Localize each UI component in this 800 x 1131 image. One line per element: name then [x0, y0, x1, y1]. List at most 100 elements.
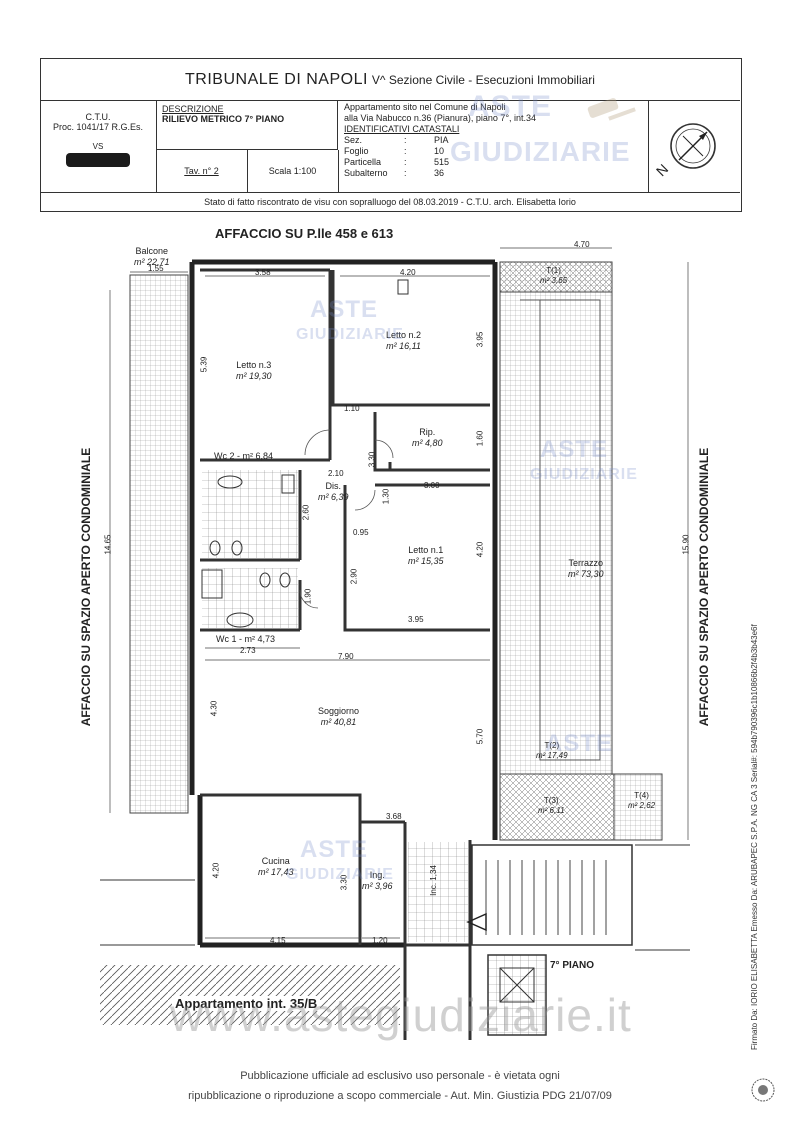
- t1-area: [499, 261, 613, 293]
- watermark-aste-2: ASTE: [540, 436, 609, 463]
- affaccio-right-label: AFFACCIO SU SPAZIO APERTO CONDOMINIALE: [697, 447, 711, 727]
- dim-label: 4.30: [209, 700, 219, 717]
- room-area: m² 40,81: [320, 717, 357, 727]
- room-name: Letto n.1: [408, 545, 444, 555]
- room-ingresso: Ing. m² 3,96: [362, 870, 393, 892]
- dim-label: 1.90: [303, 588, 313, 605]
- room-letto-2: Letto n.2 m² 16,11: [386, 330, 421, 352]
- catastali-sep: :: [404, 168, 407, 178]
- room-name: Letto n.2: [386, 330, 422, 340]
- proc-number: Proc. 1041/17 R.G.Es.: [52, 122, 144, 132]
- tav-number: Tav. n° 2: [156, 150, 248, 192]
- room-area: m² 17,43: [258, 867, 294, 877]
- neighbour-apartment-label: Appartamento int. 35/B: [172, 996, 321, 1011]
- seal-stamp-icon: [751, 1078, 775, 1102]
- dim-label: 2.10: [328, 469, 344, 478]
- catastali-key: Particella: [344, 157, 382, 167]
- terrazzo-area: [499, 261, 613, 775]
- gavel-watermark-icon: [587, 98, 636, 121]
- compass-cell: N: [648, 100, 741, 192]
- room-name: T(2): [544, 741, 560, 750]
- room-wc-2: Wc 2 - m² 6,84: [214, 451, 274, 461]
- terrace-outline: [520, 299, 601, 761]
- room-area: m² 19,30: [236, 371, 272, 381]
- room-area: m² 6,11: [538, 806, 565, 815]
- court-title: TRIBUNALE DI NAPOLI: [185, 71, 368, 88]
- catastali-value: 515: [434, 157, 450, 167]
- room-t4: T(4) m² 2,62: [628, 791, 655, 811]
- room-area: m² 22,71: [134, 257, 170, 267]
- signature-text: Firmato Da: IORIO ELISABETTA Emesso Da: …: [750, 624, 759, 1050]
- elevator-cabin: [499, 967, 535, 1003]
- dim-label: 3.68: [386, 812, 402, 821]
- watermark-giudiziarie-4: GIUDIZIARIE: [286, 866, 394, 883]
- landing-lines: [100, 844, 690, 951]
- balcone-area: [129, 274, 189, 814]
- door-swings: [299, 429, 394, 609]
- room-name: T(3): [543, 796, 559, 805]
- dim-label: 15.90: [681, 534, 691, 555]
- room-area: m² 2,62: [628, 801, 656, 810]
- catastali-key: Foglio: [344, 146, 369, 156]
- catastali-key: Subalterno: [344, 168, 388, 178]
- watermark-aste-header: ASTE: [468, 90, 553, 123]
- survey-footnote: Stato di fatto riscontrato de visu con s…: [40, 192, 740, 211]
- room-area: m² 3,96: [362, 881, 393, 891]
- room-balcone: Balcone m² 22,71: [134, 246, 170, 268]
- dim-label: 2.60: [301, 504, 311, 521]
- room-name: Dis.: [325, 481, 342, 491]
- dim-label: 1.30: [381, 488, 391, 505]
- room-name: T(4): [634, 791, 649, 800]
- inner-walls: [200, 268, 490, 1040]
- catastali-row: Subalterno: 36: [344, 168, 644, 179]
- dim-label: 4.20: [475, 541, 485, 558]
- dim-label: 2.90: [349, 568, 359, 585]
- ctu-label: C.T.U.: [85, 112, 111, 122]
- catastali-row: Sez.:PIA: [344, 135, 644, 146]
- room-area: m² 6,39: [318, 492, 349, 502]
- dim-label: 14.65: [103, 534, 113, 555]
- room-soggiorno: Soggiorno m² 40,81: [318, 706, 359, 728]
- catastali-row: Foglio:10: [344, 146, 644, 157]
- scale-label: Scala 1:100: [247, 150, 339, 192]
- property-info: Appartamento sito nel Comune di Napoli a…: [344, 102, 644, 179]
- title-block: [40, 58, 742, 212]
- catastali-sep: :: [404, 135, 407, 145]
- catastali-value: 10: [434, 146, 445, 156]
- dim-label: 2.73: [240, 646, 256, 655]
- room-rip: Rip. m² 4,80: [412, 427, 443, 449]
- room-name: Soggiorno: [318, 706, 360, 716]
- dim-label: 1.55: [148, 264, 164, 273]
- floor-plan: [100, 247, 690, 1040]
- publication-notice-2: ripubblicazione o riproduzione a scopo c…: [188, 1090, 612, 1102]
- room-wc-1: Wc 1 - m² 4,73: [216, 634, 276, 644]
- catastali-sep: :: [404, 157, 407, 167]
- room-name: Balcone: [135, 246, 169, 256]
- watermark-giudiziarie-header: GIUDIZIARIE: [450, 136, 631, 167]
- dim-label: 3.00: [424, 481, 440, 490]
- wc2-tiles: [202, 470, 298, 558]
- dim-label: 5.39: [199, 356, 209, 373]
- floor-label: 7° PIANO: [550, 960, 595, 971]
- room-terrazzo: Terrazzo m² 73,30: [568, 558, 604, 580]
- room-area: m² 4,80: [412, 438, 443, 448]
- watermark-giudiziarie-2: GIUDIZIARIE: [530, 466, 638, 483]
- room-t1: T(1) m² 3,65: [540, 266, 567, 286]
- dim-label: 1.20: [372, 936, 388, 945]
- vs-label: VS: [92, 142, 104, 151]
- watermark-aste-4: ASTE: [300, 836, 369, 863]
- outer-walls: [189, 259, 498, 948]
- court-section: V^ Sezione Civile - Esecuzioni Immobilia…: [371, 73, 595, 87]
- catastali-value: 36: [434, 168, 445, 178]
- dim-label: 4.70: [574, 240, 590, 249]
- dim-label: 3.95: [408, 615, 424, 624]
- room-area: m² 73,30: [568, 569, 604, 579]
- dim-label: 7.90: [338, 652, 354, 661]
- north-arrow-icon: [670, 123, 716, 169]
- ctu-cell: C.T.U. Proc. 1041/17 R.G.Es. VS: [40, 100, 157, 192]
- room-name: Letto n.3: [236, 360, 272, 370]
- room-cucina: Cucina m² 17,43: [258, 856, 294, 878]
- dim-label: 3.30: [367, 451, 377, 468]
- catastali-key: Sez.: [344, 135, 363, 145]
